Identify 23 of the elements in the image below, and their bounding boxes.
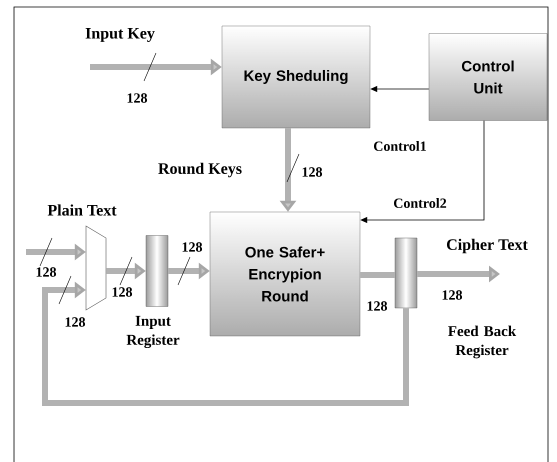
- edge-label: 128: [112, 287, 132, 297]
- edge-label: 128: [36, 267, 56, 277]
- text-label: Input Key: [86, 28, 155, 42]
- edge-label: Control2: [394, 198, 446, 208]
- text-label: Round Keys: [158, 162, 242, 178]
- register-bar: [146, 235, 168, 307]
- block-box: Key Sheduling: [222, 26, 370, 128]
- edge-label: 128: [442, 290, 462, 300]
- text-label: Cipher Text: [446, 238, 528, 254]
- edge-label: 128: [66, 317, 86, 327]
- register-label: Input Register: [126, 316, 180, 348]
- register-bar: [394, 238, 418, 308]
- bus-arrow: [42, 282, 409, 406]
- edge-label: 128: [368, 301, 388, 311]
- edge-label: Control1: [374, 141, 426, 151]
- edge-label: 128: [128, 93, 148, 103]
- edge-label: 128: [182, 242, 202, 252]
- block-box: One Safer+ Encrypion Round: [210, 212, 360, 336]
- edge-label: 128: [302, 167, 322, 177]
- bus-line: [360, 272, 395, 278]
- register-label: Feed Back Register: [448, 326, 516, 358]
- block-box: Control Unit: [428, 33, 548, 121]
- text-label: Plain Text: [48, 204, 117, 216]
